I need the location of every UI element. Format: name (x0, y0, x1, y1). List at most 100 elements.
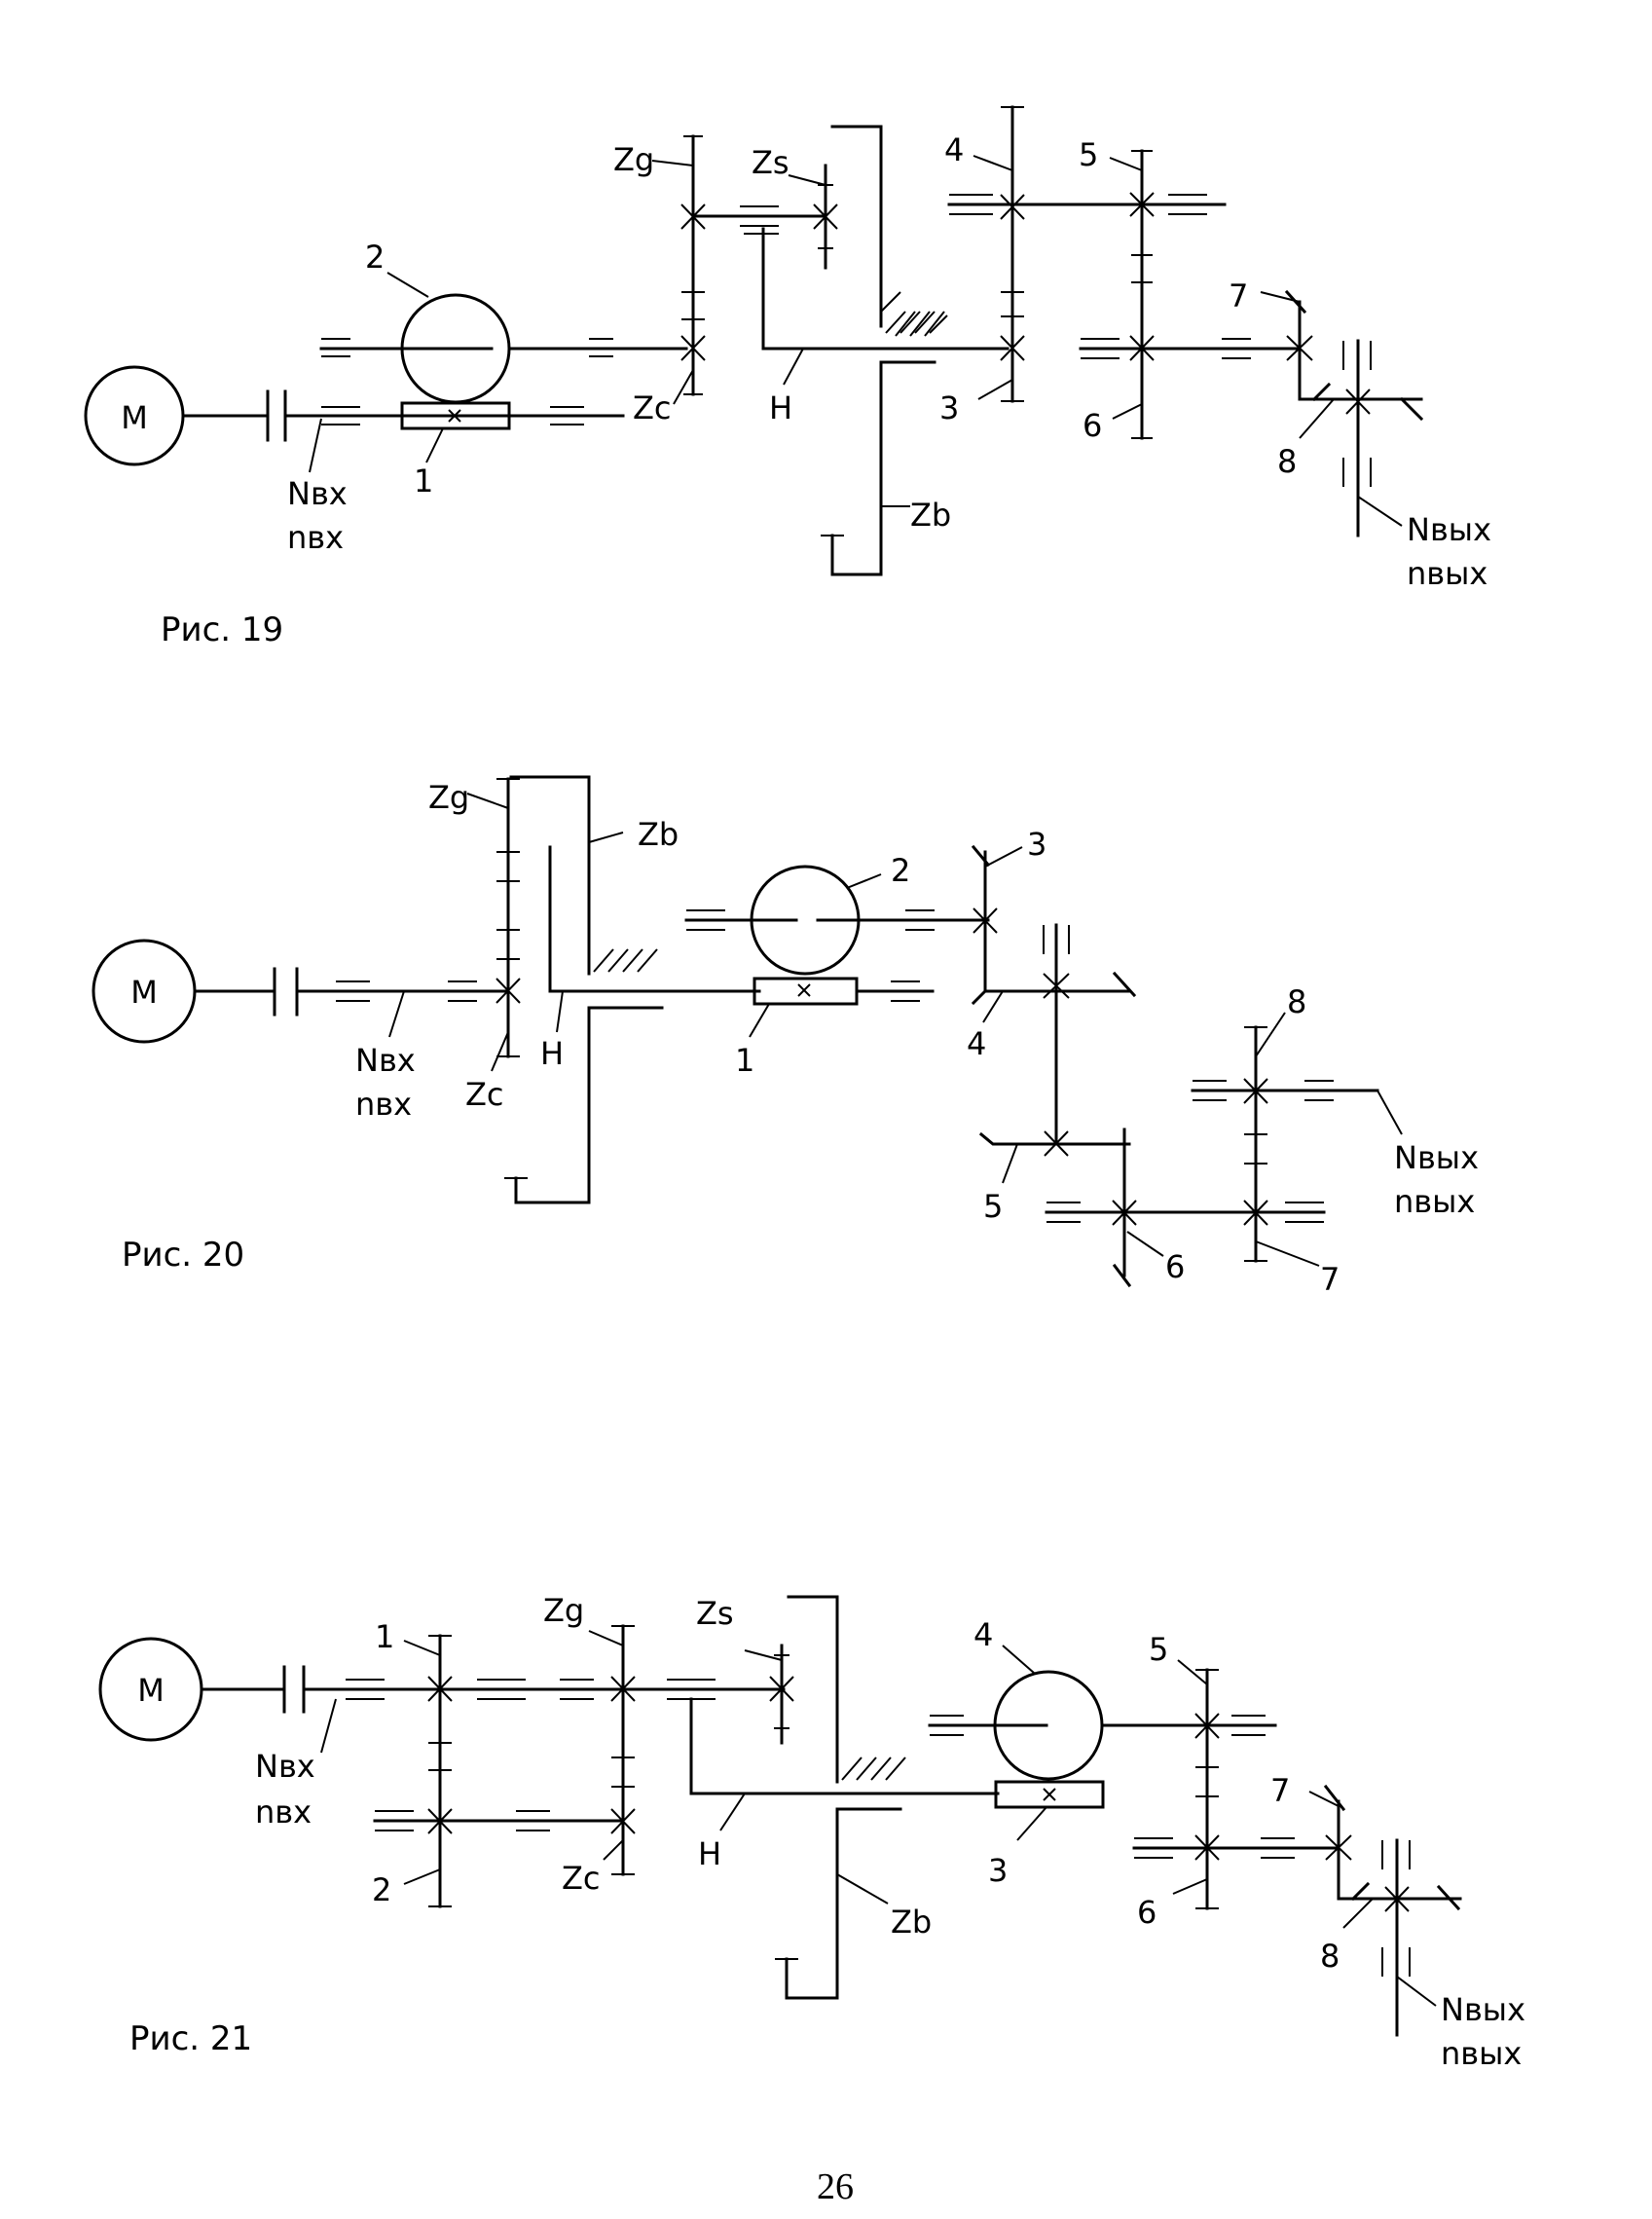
leader-8 (1255, 1012, 1286, 1057)
label-5: 5 (1149, 1631, 1168, 1668)
input-speed: nвх (355, 1086, 412, 1123)
figure-19: M 1 2 Zg Zs (84, 105, 1491, 649)
label-6: 6 (1165, 1248, 1185, 1285)
carrier-h (548, 845, 761, 993)
wheel-bearings (686, 909, 935, 931)
input-bearings (336, 980, 477, 1002)
output-n: Nвых (1441, 1991, 1525, 2028)
leader-2 (403, 1868, 441, 1885)
output-n: Nвых (1407, 511, 1491, 548)
leader-zc (673, 369, 694, 405)
shaft-6-7-details (1046, 1200, 1324, 1226)
figure-21: M Nвх nвх 1 2 Zg Zc Zs H Zb (98, 1592, 1525, 2072)
leader-5 (1109, 157, 1143, 171)
leader-8 (1299, 398, 1335, 439)
intermediate-bearings (375, 1679, 594, 1831)
leader-h (556, 990, 564, 1033)
output-speed: nвых (1441, 2035, 1522, 2072)
label-1: 1 (375, 1618, 394, 1655)
label-3: 3 (988, 1852, 1008, 1889)
label-8: 8 (1277, 443, 1297, 480)
bevel-gear-7 (1323, 1784, 1462, 1901)
label-8: 8 (1320, 1938, 1340, 1975)
bevel-gear-8 (1350, 1838, 1461, 2037)
carrier-h (761, 227, 1010, 351)
leader-7 (1308, 1791, 1340, 1807)
leader-6 (1172, 1878, 1208, 1895)
label-zb: Zb (891, 1904, 932, 1941)
label-5: 5 (1079, 136, 1098, 173)
label-4: 4 (944, 131, 964, 168)
motor-label: M (130, 974, 158, 1011)
caption-21: Рис. 21 (129, 2019, 252, 2058)
input-bearings (321, 406, 584, 425)
input-speed: nвх (287, 519, 344, 556)
label-6: 6 (1083, 407, 1102, 444)
leader-6 (1112, 403, 1143, 420)
gear-7-cross (1325, 1834, 1352, 1861)
leader-4 (1002, 1645, 1035, 1674)
leader-6 (1126, 1231, 1164, 1257)
zb-ring (785, 1595, 902, 2000)
leader-input (320, 1698, 337, 1754)
leader-output (1377, 1090, 1403, 1135)
input-n: Nвх (287, 475, 348, 512)
leader-5 (1002, 1143, 1018, 1184)
label-zs: Zs (696, 1595, 734, 1632)
leader-1 (403, 1640, 441, 1656)
label-h: H (698, 1835, 721, 1872)
leader-zs (788, 174, 826, 186)
bevel-gear-3-4 (971, 844, 1137, 1006)
figure-20: M Nвх nвх Zg Zc Zb H 1 2 (92, 775, 1479, 1298)
ground-hatch (885, 311, 948, 334)
label-2: 2 (372, 1871, 391, 1908)
label-zc: Zc (465, 1076, 504, 1113)
leader-8 (1342, 1898, 1374, 1929)
gear-5-cross (1044, 1130, 1069, 1157)
input-shaft (200, 1665, 442, 1714)
bevel-gear-5-6 (978, 1128, 1132, 1288)
leader-3 (984, 846, 1023, 868)
output-speed: nвых (1394, 1183, 1475, 1220)
ground-hatch (841, 1757, 906, 1781)
output-bearings (1342, 341, 1372, 487)
worm-1-cross (797, 983, 811, 997)
label-3: 3 (1027, 826, 1046, 863)
label-7: 7 (1270, 1772, 1290, 1809)
leader-4 (982, 990, 1004, 1023)
bearings-4-5 (949, 194, 1207, 215)
motor-label: M (121, 399, 148, 436)
zs-ticks (813, 184, 838, 249)
leader-zb (836, 1873, 889, 1905)
zb-ring (830, 125, 936, 576)
zs-ticks (769, 1654, 794, 1729)
bearings-6-7 (1134, 1837, 1295, 1859)
leader-7 (1260, 291, 1301, 303)
label-zg: Zg (543, 1592, 584, 1629)
input-bearings (346, 1679, 385, 1700)
output-speed: nвых (1407, 555, 1487, 592)
worm-1-cross (448, 409, 461, 423)
ground-hatch (593, 948, 658, 973)
leader-output (1396, 1976, 1437, 2007)
label-4: 4 (973, 1616, 993, 1653)
zc-zg-ticks (681, 135, 705, 395)
gear-3-4-crosses (1000, 194, 1025, 361)
bevel-gear-8 (1311, 339, 1424, 537)
input-n: Nвх (355, 1042, 416, 1079)
label-zc: Zc (633, 389, 672, 426)
leader-h (719, 1793, 746, 1831)
input-n: Nвх (255, 1748, 315, 1785)
label-zb: Zb (638, 816, 679, 853)
label-2: 2 (891, 852, 910, 889)
label-h: H (540, 1035, 564, 1072)
zc-zg-ticks (496, 778, 520, 1057)
caption-19: Рис. 19 (161, 610, 283, 649)
leader-zs (744, 1649, 783, 1661)
label-1: 1 (414, 462, 433, 499)
leader-1 (749, 1003, 770, 1038)
label-h: H (769, 389, 792, 426)
leader-zg (588, 1630, 624, 1646)
label-7: 7 (1229, 277, 1248, 314)
